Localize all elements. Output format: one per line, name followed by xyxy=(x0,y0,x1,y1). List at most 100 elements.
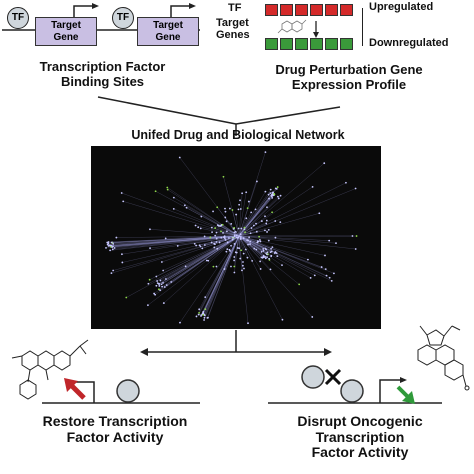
network-node xyxy=(209,236,212,239)
network-node xyxy=(277,197,280,200)
network-node xyxy=(262,249,265,252)
network-node xyxy=(239,233,242,236)
network-node xyxy=(270,247,273,250)
network-node xyxy=(265,219,268,222)
caption-line1: Drug Perturbation Gene xyxy=(275,62,423,77)
network-node xyxy=(271,191,274,194)
network-node xyxy=(207,259,210,262)
network-node xyxy=(163,286,166,288)
network-node xyxy=(156,280,158,282)
network-node xyxy=(251,259,254,262)
downregulated-bar xyxy=(265,38,355,50)
network-node xyxy=(249,240,252,243)
network-node xyxy=(243,228,246,231)
network-node xyxy=(111,246,114,248)
network-node xyxy=(159,279,162,282)
network-node xyxy=(214,243,216,246)
network-node xyxy=(211,231,213,234)
row-target-line2: Genes xyxy=(216,29,250,42)
network-node xyxy=(206,316,209,319)
network-node xyxy=(240,227,243,230)
network-node xyxy=(241,192,244,195)
network-node xyxy=(237,208,240,211)
network-node xyxy=(172,207,175,210)
network-image xyxy=(91,146,381,329)
network-node xyxy=(262,256,265,259)
network-node xyxy=(203,316,206,319)
network-node xyxy=(246,256,249,259)
network-node xyxy=(325,274,328,277)
network-node xyxy=(246,239,249,242)
network-node xyxy=(194,224,197,227)
network-node xyxy=(231,209,234,211)
target-gene-box-1: Target Gene xyxy=(35,17,97,46)
network-node xyxy=(165,278,167,280)
network-node xyxy=(244,248,247,251)
network-node xyxy=(330,279,333,282)
network-node xyxy=(266,206,268,209)
network-node xyxy=(200,315,202,317)
network-node xyxy=(225,250,228,253)
network-node xyxy=(153,292,156,295)
caption-line2: Expression Profile xyxy=(291,76,407,92)
network-node xyxy=(183,204,186,207)
regulation-divider xyxy=(362,8,363,46)
network-node xyxy=(110,272,113,275)
network-node xyxy=(215,241,218,243)
network-node xyxy=(266,231,268,233)
network-node xyxy=(259,240,262,243)
network-node xyxy=(225,220,228,223)
disrupt-caption: Disrupt Oncogenic Transcription Factor A… xyxy=(265,413,455,461)
network-node xyxy=(159,289,162,292)
row-target-genes-label: Target Genes xyxy=(216,17,250,42)
network-node xyxy=(265,222,268,225)
network-node xyxy=(226,248,229,251)
network-node xyxy=(311,185,314,188)
network-node xyxy=(233,226,236,229)
network-node xyxy=(233,265,236,268)
network-node xyxy=(216,206,219,209)
gene-label-line1: Target xyxy=(153,20,183,31)
network-node xyxy=(161,285,164,288)
network-node xyxy=(268,257,271,260)
network-node xyxy=(260,250,263,253)
network-node xyxy=(246,207,249,209)
network-node xyxy=(328,276,331,279)
network-node xyxy=(247,322,249,325)
network-node xyxy=(264,215,266,218)
caption-line2: Binding Sites xyxy=(60,73,145,89)
network-node xyxy=(202,310,205,313)
network-node xyxy=(162,282,164,284)
network-node xyxy=(274,236,277,239)
network-node xyxy=(318,212,321,215)
network-node xyxy=(160,283,163,286)
restore-caption: Restore Transcription Factor Activity xyxy=(20,413,210,445)
network-node xyxy=(224,239,227,241)
network-node xyxy=(275,187,278,190)
network-node xyxy=(255,222,257,225)
network-node xyxy=(276,186,279,188)
network-node xyxy=(238,235,240,238)
network-node xyxy=(216,247,219,250)
network-node xyxy=(250,227,253,229)
network-node xyxy=(164,237,167,240)
network-node xyxy=(328,239,331,242)
network-node xyxy=(109,244,112,247)
network-node xyxy=(255,248,258,251)
drug-structure-left xyxy=(11,339,89,400)
drug-perturbation-arrow xyxy=(277,19,319,38)
network-node xyxy=(239,208,242,210)
network-node xyxy=(241,264,244,267)
tf-circle-2: TF xyxy=(112,7,134,29)
network-node xyxy=(236,247,239,249)
network-node xyxy=(210,226,213,229)
network-node xyxy=(264,229,266,232)
network-node xyxy=(193,242,196,245)
network-node xyxy=(165,284,168,287)
network-node xyxy=(199,227,202,230)
network-node xyxy=(120,192,123,194)
network-node xyxy=(158,285,161,287)
network-node xyxy=(239,199,241,202)
network-node xyxy=(184,265,187,268)
network-node xyxy=(230,265,232,268)
